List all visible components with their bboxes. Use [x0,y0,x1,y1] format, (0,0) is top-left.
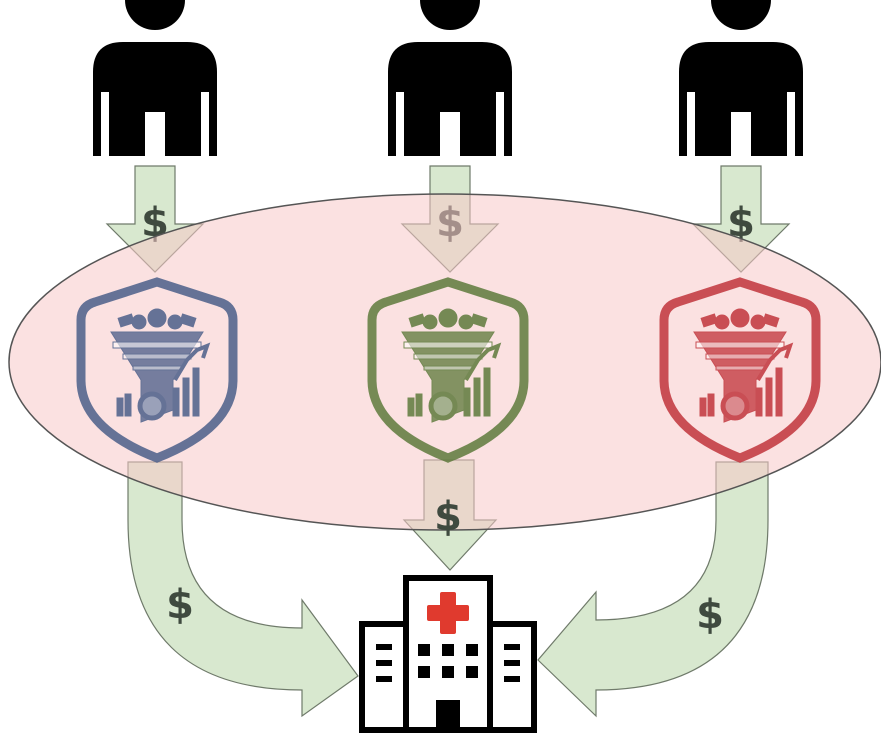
claim-arrow-left [127,461,359,718]
claim-arrow-right [537,461,769,718]
claim-dollar-left: $ [166,582,194,628]
contributor-3-person-icon [679,0,803,156]
hospital-cross-icon [427,592,469,634]
contributor-1-person-icon [93,0,217,156]
claim-dollar-right: $ [696,592,724,638]
claim-dollar-center: $ [434,494,462,540]
contributor-2-person-icon [388,0,512,156]
